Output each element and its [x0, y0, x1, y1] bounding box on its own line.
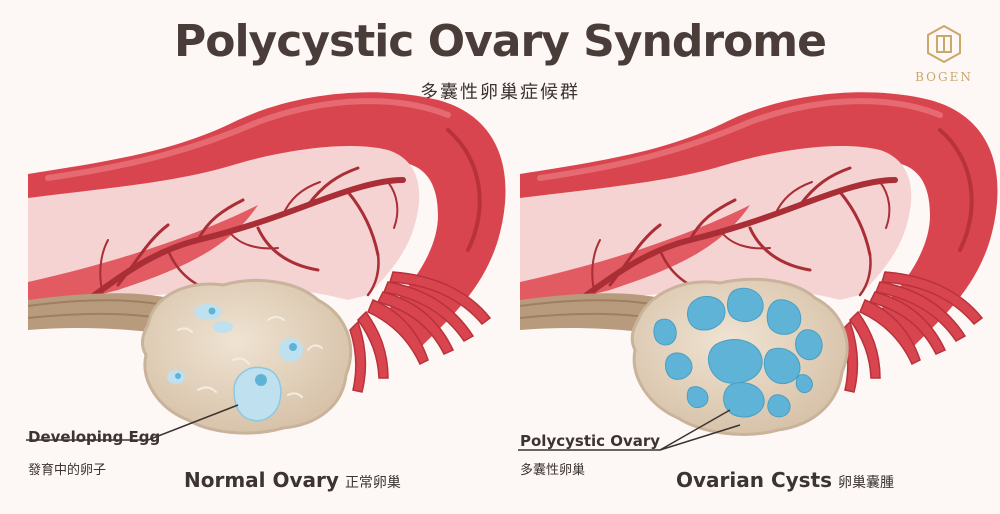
left-label-leader [26, 404, 239, 441]
page-title: Polycystic Ovary Syndrome [174, 16, 827, 67]
normal-ovary-caption-zh: 正常卵巢 [344, 475, 401, 491]
developing-egg-highlight [233, 366, 282, 422]
left-panel [26, 92, 506, 441]
bogen-emblem-icon [927, 24, 961, 64]
ovarian-cysts-caption-zh: 卵巢囊腫 [838, 475, 895, 491]
right-panel [518, 92, 998, 451]
developing-egg-label-zh: 發育中的卵子 [28, 463, 107, 478]
developing-egg-label: Developing Egg [28, 428, 161, 446]
polycystic-ovary-label-zh: 多囊性卵巢 [520, 463, 586, 478]
polycystic-ovary-label: Polycystic Ovary [520, 432, 661, 450]
ovarian-cysts [653, 287, 823, 418]
normal-ovary-caption-main: Normal Ovary [184, 468, 339, 492]
ovarian-cysts-caption: Ovarian Cysts 卵巢囊腫 [676, 468, 894, 492]
brand-logo: BOGEN [914, 24, 974, 84]
page-subtitle: 多囊性卵巢症候群 [420, 82, 580, 103]
brand-logo-text: BOGEN [915, 70, 973, 84]
right-label-leader-2 [659, 424, 741, 451]
ovarian-cysts-caption-main: Ovarian Cysts [676, 468, 833, 492]
normal-ovary-caption: Normal Ovary 正常卵巢 [184, 468, 401, 492]
developing-eggs [167, 304, 303, 422]
